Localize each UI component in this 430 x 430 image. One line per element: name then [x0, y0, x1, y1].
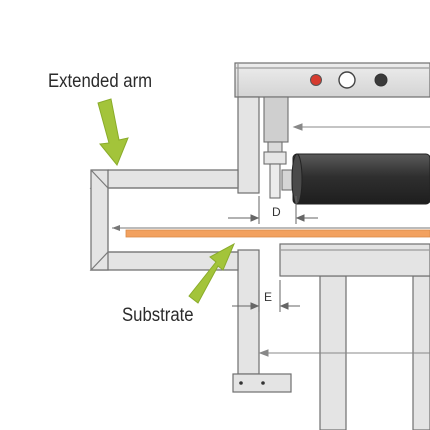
indicator-white	[338, 71, 356, 89]
extended-arm	[89, 169, 239, 271]
arrow-down-icon	[97, 98, 129, 166]
roller	[291, 153, 430, 205]
base-table	[279, 243, 430, 277]
dimension-d-label: D	[272, 205, 281, 219]
dimension-lines	[258, 123, 430, 357]
roller-bracket	[263, 96, 293, 199]
mount-upper	[237, 96, 260, 194]
indicator-red	[310, 74, 322, 86]
arm-top-bar	[89, 169, 239, 189]
mount-lower	[237, 249, 260, 375]
dimension-e	[232, 280, 300, 312]
dimension-e-label: E	[264, 290, 273, 304]
top-housing	[234, 62, 430, 98]
reference-arrowhead	[112, 225, 120, 231]
arm-side-bar	[90, 169, 109, 271]
arm-mount-plate	[232, 96, 292, 393]
arrow-up-icon	[188, 242, 236, 304]
indicator-lights	[310, 71, 388, 89]
dimension-d	[228, 196, 318, 224]
substrate-strip	[125, 229, 430, 238]
machine-frame	[234, 62, 430, 430]
extended-arm-label: Extended arm	[48, 71, 153, 92]
indicator-dark	[374, 73, 388, 87]
substrate-label: Substrate	[122, 305, 194, 326]
